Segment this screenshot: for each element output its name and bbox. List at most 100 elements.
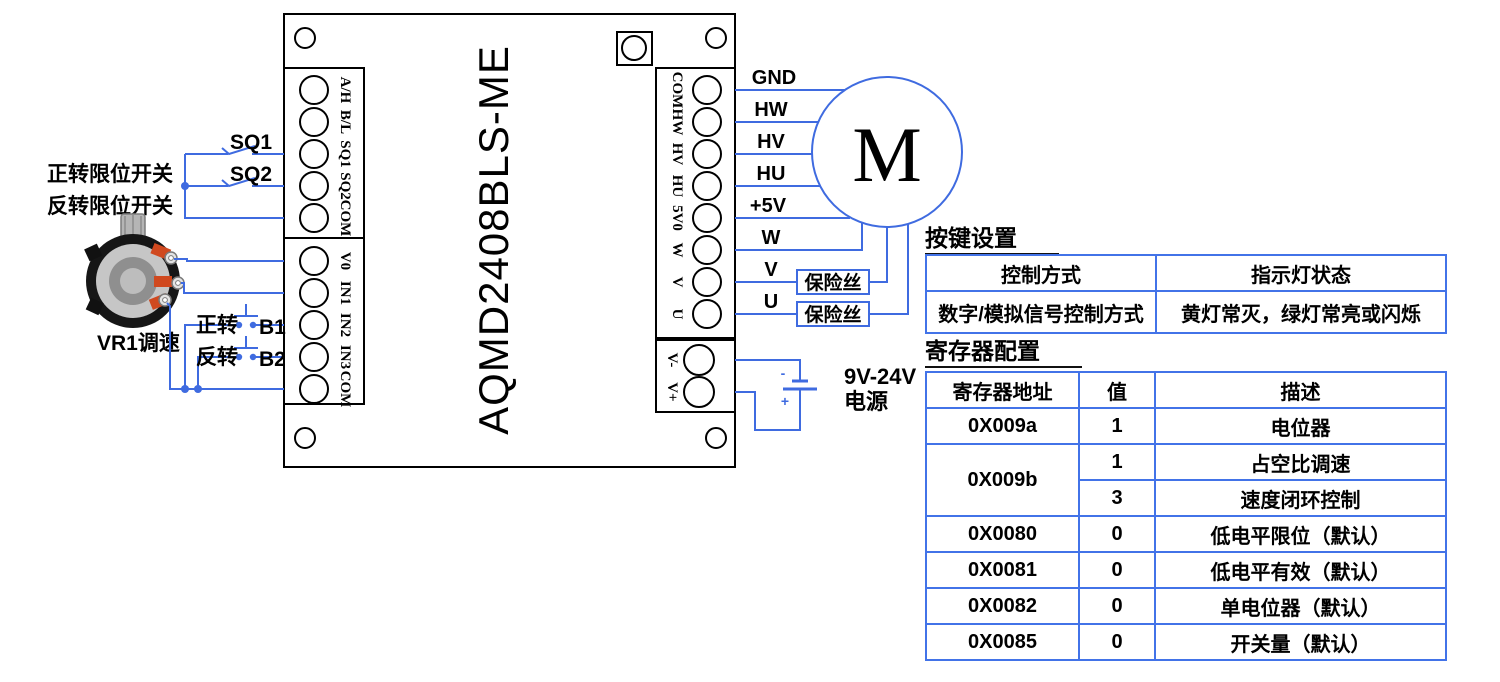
- wire-label-hw: HW: [754, 99, 787, 121]
- wire-label-v: V: [764, 259, 778, 281]
- fuse-label: 保险丝: [803, 271, 861, 294]
- table-row: 0X009a 1 电位器: [925, 407, 1447, 445]
- pot-lug-hole: [162, 297, 168, 303]
- fuse-box: [796, 269, 870, 295]
- table-row: 数字/模拟信号控制方式 黄灯常灭，绿灯常亮或闪烁: [925, 290, 1447, 334]
- register-address-cell: 0X0080: [925, 515, 1080, 553]
- table-row: 0X0081 0 低电平有效（默认）: [925, 551, 1447, 589]
- terminal-label: W: [669, 243, 685, 258]
- register-desc-cell: 占空比调速: [1154, 443, 1447, 481]
- pot-lug-hole: [175, 280, 181, 286]
- column-header: 指示灯状态: [1155, 254, 1447, 292]
- terminal-hole: [692, 203, 722, 233]
- register-address-cell: 0X0082: [925, 587, 1080, 625]
- terminal-label: A/H: [337, 77, 353, 104]
- fuse-box: [796, 301, 870, 327]
- forward-button-label: 正转: [196, 313, 238, 337]
- button-contact: [235, 321, 243, 329]
- terminal-hole: [692, 171, 722, 201]
- fuse-label: 保险丝: [803, 303, 861, 326]
- supply-name-label: 电源: [844, 389, 888, 414]
- wire-u: [869, 224, 909, 315]
- mounting-hole-bottom-left: [294, 427, 316, 449]
- wire-label-hu: HU: [757, 163, 786, 185]
- terminal-label: SQ1: [337, 140, 353, 168]
- terminal-hole: [299, 278, 329, 308]
- table-header-row: 控制方式 指示灯状态: [925, 254, 1447, 292]
- terminal-label: V-: [664, 353, 680, 368]
- board-title: AQMD2408BLS-ME: [470, 45, 517, 435]
- table-header-row: 寄存器地址 值 描述: [925, 371, 1447, 409]
- terminal-hole: [692, 235, 722, 265]
- switch-blade-sq1: [221, 145, 256, 156]
- terminal-label: 5V0: [669, 205, 685, 231]
- mounting-hole-top-right: [705, 27, 727, 49]
- column-header: 控制方式: [925, 254, 1157, 292]
- terminal-label: COM: [337, 371, 353, 408]
- terminal-hole: [299, 171, 329, 201]
- b1-label: B1: [259, 316, 286, 339]
- terminal-hole: [683, 344, 715, 376]
- motor-circle: [811, 76, 963, 228]
- led-status-cell: 黄灯常灭，绿灯常亮或闪烁: [1155, 290, 1447, 334]
- terminal-block-power: V- V+: [655, 339, 736, 413]
- terminal-label: IN2: [337, 313, 353, 337]
- wire-switch-common: [184, 154, 284, 219]
- terminal-hole: [692, 107, 722, 137]
- power-supply-circuit: - + 9V-24V 电源: [735, 359, 916, 431]
- terminal-hole: [299, 342, 329, 372]
- terminal-label: U: [669, 309, 685, 320]
- register-desc-cell: 低电平限位（默认）: [1154, 515, 1447, 553]
- register-desc-cell: 单电位器（默认）: [1154, 587, 1447, 625]
- pot-tab: [84, 243, 103, 262]
- wire-label-5v: +5V: [750, 195, 787, 217]
- wire-junction-dot: [181, 182, 189, 190]
- battery-minus-sign: -: [781, 365, 786, 381]
- pot-tab: [85, 297, 104, 316]
- terminal-label: HU: [669, 175, 685, 198]
- register-value-cell: 0: [1078, 587, 1156, 625]
- wire-v: [869, 227, 888, 283]
- terminal-hole: [299, 246, 329, 276]
- terminal-hole: [299, 310, 329, 340]
- reverse-limit-label: 反转限位开关: [47, 194, 173, 218]
- terminal-hole: [299, 374, 329, 404]
- switch-blade-sq2: [221, 177, 256, 188]
- b2-label: B2: [259, 348, 286, 371]
- wire-label-w: W: [762, 227, 781, 249]
- button-actuator-b2: [234, 336, 258, 349]
- terminal-block-outline: [655, 67, 736, 339]
- column-header: 值: [1078, 371, 1156, 409]
- register-value-cell: 3: [1078, 479, 1156, 517]
- terminal-hole: [692, 267, 722, 297]
- potentiometer: VR1调速: [84, 213, 185, 355]
- terminal-block-motor-right: COM HW HV HU 5V0 W V U: [655, 67, 736, 339]
- register-value-cell: 0: [1078, 515, 1156, 553]
- register-desc-cell: 速度闭环控制: [1154, 479, 1447, 517]
- terminal-hole: [683, 376, 715, 408]
- terminal-label: V+: [664, 382, 680, 401]
- wire-common-rail: [166, 302, 284, 390]
- button-contact: [249, 353, 257, 361]
- wire-pot-in1: [181, 282, 284, 294]
- terminal-hole: [692, 139, 722, 169]
- register-desc-cell: 低电平有效（默认）: [1154, 551, 1447, 589]
- mounting-hole-top-left: [294, 27, 316, 49]
- table-row: 0X009b 1 占空比调速: [925, 443, 1447, 517]
- reverse-button-label: 反转: [196, 345, 238, 369]
- register-address-cell: 0X0081: [925, 551, 1080, 589]
- terminal-hole: [692, 75, 722, 105]
- register-value-cell: 0: [1078, 623, 1156, 661]
- pot-hub-cap: [120, 268, 146, 294]
- table-row: 0X0080 0 低电平限位（默认）: [925, 515, 1447, 553]
- terminal-label: V0: [337, 252, 353, 270]
- register-address-cell: 0X009b: [925, 443, 1080, 517]
- wire-b1-left: [184, 324, 236, 389]
- terminal-hole: [692, 299, 722, 329]
- button-settings-table: 控制方式 指示灯状态 数字/模拟信号控制方式 黄灯常灭，绿灯常亮或闪烁: [925, 254, 1447, 334]
- register-desc-cell: 电位器: [1154, 407, 1447, 445]
- terminal-label: IN1: [337, 281, 353, 305]
- board-pushbutton-cap: [621, 35, 647, 61]
- pot-label: VR1调速: [97, 332, 180, 355]
- input-wiring: 正转 B1 反转 B2: [166, 258, 286, 393]
